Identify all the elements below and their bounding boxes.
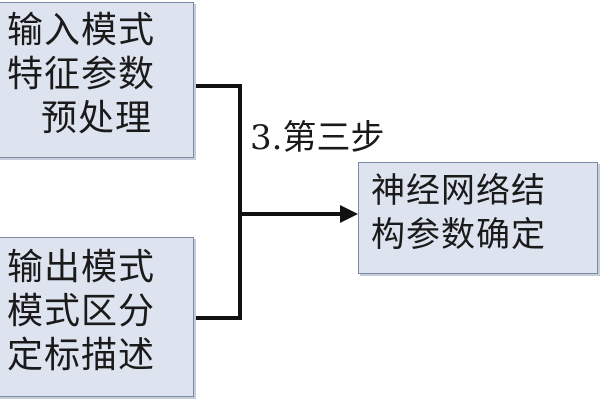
node-text-line: 构参数确定 [371, 215, 546, 255]
arrow-head-icon [340, 205, 358, 223]
node-text-line: 定标描述 [7, 335, 156, 376]
input-preprocessing-box: 输入模式 特征参数 预处理 [0, 2, 194, 158]
step-label: 3.第三步 [250, 118, 385, 158]
node-text-line: 神经网络结 [371, 171, 546, 211]
node-text-line: 输入模式 [7, 10, 156, 51]
node-text-line: 特征参数 [7, 54, 156, 95]
network-structure-box: 神经网络结 构参数确定 [358, 162, 598, 274]
node-text-line: 输出模式 [7, 247, 156, 288]
output-calibration-box: 输出模式 模式区分 定标描述 [0, 237, 194, 397]
node-text-line: 模式区分 [7, 291, 156, 332]
node-text-line: 预处理 [41, 98, 153, 139]
